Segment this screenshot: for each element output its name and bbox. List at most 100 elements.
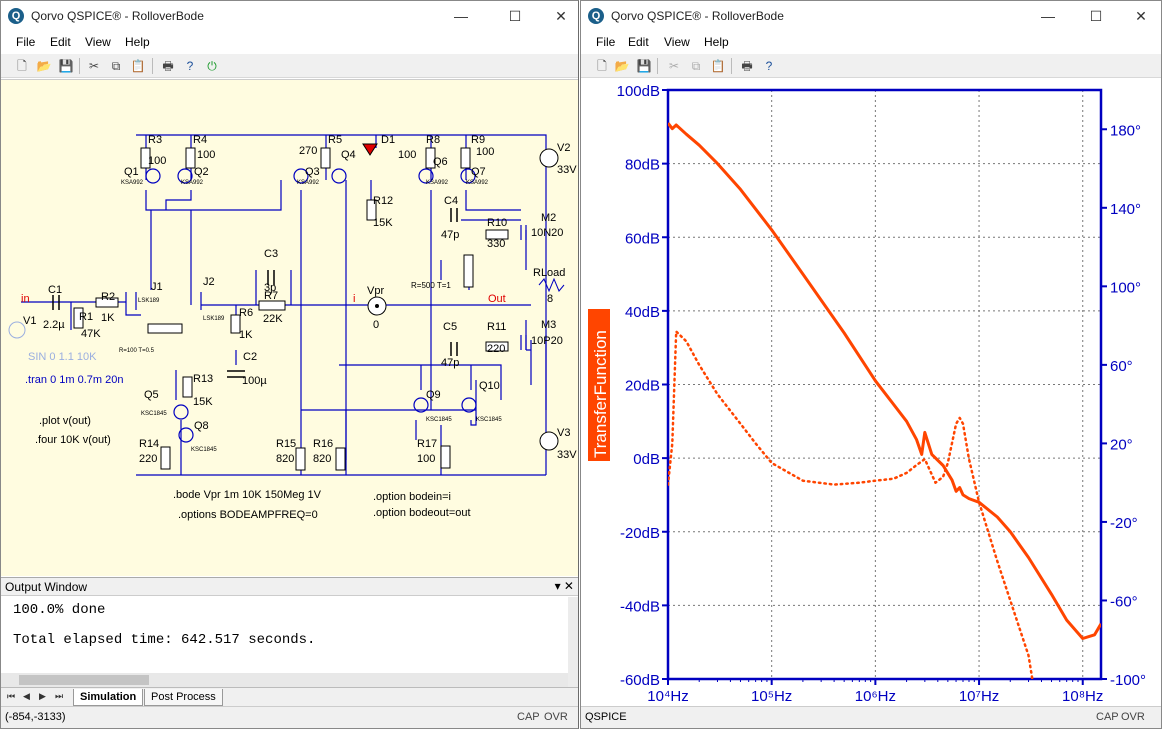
- help-icon[interactable]: ?: [186, 59, 194, 73]
- svg-text:C1: C1: [48, 284, 62, 296]
- tab-last-icon[interactable]: ⏭: [55, 691, 64, 701]
- output-line-progress: 100.0% done: [13, 602, 106, 618]
- svg-text:Q7: Q7: [471, 166, 486, 178]
- open-folder-icon[interactable]: 📂: [36, 59, 52, 73]
- output-window-header: Output Window ▾ ✕: [1, 578, 578, 596]
- toolbar-separator: [657, 58, 658, 74]
- menu-file[interactable]: File: [16, 35, 36, 49]
- svg-text:Q3: Q3: [305, 166, 320, 178]
- cut-icon[interactable]: ✂: [88, 59, 100, 73]
- copy-icon[interactable]: ⧉: [111, 59, 121, 73]
- tab-prev-icon[interactable]: ◀: [23, 691, 30, 701]
- output-window-controls[interactable]: ▾ ✕: [554, 579, 574, 593]
- tab-first-icon[interactable]: ⏮: [7, 691, 16, 701]
- x-tick-label: 10⁸Hz: [1062, 688, 1103, 705]
- svg-text:R9: R9: [471, 134, 485, 146]
- spice-directives: SIN 0 1.1 10K .tran 0 1m 0.7m 20n .plot …: [25, 351, 471, 521]
- cut-icon[interactable]: ✂: [668, 59, 680, 73]
- new-file-icon[interactable]: 🗋: [597, 59, 607, 73]
- close-button[interactable]: ✕: [555, 8, 567, 24]
- paste-icon[interactable]: 📋: [130, 59, 146, 73]
- x-tick-label: 10⁵Hz: [751, 688, 792, 705]
- svg-text:R11: R11: [487, 321, 506, 333]
- svg-text:270: 270: [299, 145, 317, 157]
- left-window-title: Qorvo QSPICE® - RolloverBode: [31, 9, 204, 23]
- resistor-bodies: [73, 147, 509, 471]
- maximize-button[interactable]: ☐: [508, 8, 522, 24]
- svg-text:Q10: Q10: [479, 380, 500, 392]
- svg-text:Q2: Q2: [194, 166, 209, 178]
- phase-trace: [668, 330, 1034, 679]
- menu-view[interactable]: View: [664, 35, 690, 49]
- help-icon[interactable]: ?: [765, 59, 773, 73]
- svg-text:820: 820: [313, 453, 331, 465]
- signal-source-v1: [8, 321, 26, 339]
- paste-icon[interactable]: 📋: [710, 59, 726, 73]
- bode-directive: .bode Vpr 1m 10K 150Meg 1V: [173, 489, 322, 501]
- print-icon[interactable]: 🖶: [741, 59, 753, 73]
- right-tick-label: 20°: [1110, 436, 1133, 453]
- menu-help[interactable]: Help: [125, 35, 150, 49]
- probe-dot: [375, 304, 379, 308]
- svg-text:KSC1845: KSC1845: [476, 417, 502, 423]
- x-tick-label: 10⁷Hz: [959, 688, 999, 705]
- close-button[interactable]: ✕: [1135, 8, 1147, 24]
- save-icon[interactable]: 💾: [58, 59, 74, 73]
- save-icon[interactable]: 💾: [636, 59, 652, 73]
- svg-text:10N20: 10N20: [531, 227, 563, 239]
- run-simulation-icon[interactable]: ⏻: [207, 59, 217, 73]
- tab-simulation[interactable]: Simulation: [73, 689, 144, 706]
- maximize-button[interactable]: ☐: [1089, 8, 1103, 24]
- plot-directive: .plot v(out): [39, 415, 91, 427]
- menu-edit[interactable]: Edit: [50, 35, 71, 49]
- menu-help[interactable]: Help: [704, 35, 729, 49]
- svg-text:R=100 T=0.5: R=100 T=0.5: [119, 348, 155, 354]
- schematic-window: Q Qorvo QSPICE® - RolloverBode — ☐ ✕ Fil…: [0, 0, 579, 729]
- tran-directive: .tran 0 1m 0.7m 20n: [25, 374, 123, 386]
- open-folder-icon[interactable]: 📂: [614, 59, 630, 73]
- svg-text:100µ: 100µ: [242, 375, 267, 387]
- plot-grid: [668, 90, 1101, 679]
- svg-text:Q1: Q1: [124, 166, 139, 178]
- svg-text:Q9: Q9: [426, 389, 441, 401]
- svg-text:R16: R16: [313, 438, 333, 450]
- minimize-button[interactable]: —: [1041, 8, 1055, 24]
- scrollbar-thumb[interactable]: [19, 675, 149, 685]
- svg-text:15K: 15K: [373, 217, 393, 229]
- waveform-window: Q Qorvo QSPICE® - RolloverBode — ☐ ✕ Fil…: [580, 0, 1162, 729]
- svg-text:820: 820: [276, 453, 294, 465]
- voltage-source-v2: [539, 148, 559, 168]
- new-file-icon[interactable]: 🗋: [17, 59, 27, 73]
- svg-text:C5: C5: [443, 321, 457, 333]
- svg-text:220: 220: [139, 453, 157, 465]
- svg-text:C2: C2: [243, 351, 257, 363]
- right-titlebar[interactable]: Q Qorvo QSPICE® - RolloverBode — ☐ ✕: [581, 1, 1161, 31]
- svg-text:KSA992: KSA992: [181, 180, 204, 186]
- svg-text:10P20: 10P20: [531, 335, 563, 347]
- tab-post-process[interactable]: Post Process: [144, 689, 223, 706]
- left-titlebar[interactable]: Q Qorvo QSPICE® - RolloverBode — ☐ ✕: [1, 1, 578, 31]
- svg-text:C3: C3: [264, 248, 278, 260]
- minimize-button[interactable]: —: [454, 8, 468, 24]
- tab-next-icon[interactable]: ▶: [39, 691, 46, 701]
- transistor-symbols: [135, 168, 527, 443]
- caps-indicator: CAP: [1096, 711, 1119, 723]
- menu-view[interactable]: View: [85, 35, 111, 49]
- svg-text:Vpr: Vpr: [367, 285, 384, 297]
- print-icon[interactable]: 🖶: [162, 59, 174, 73]
- output-vertical-scrollbar[interactable]: [568, 597, 578, 687]
- cursor-coordinates: (-854,-3133): [5, 711, 66, 723]
- menu-file[interactable]: File: [596, 35, 616, 49]
- menu-edit[interactable]: Edit: [628, 35, 649, 49]
- copy-icon[interactable]: ⧉: [691, 59, 701, 73]
- svg-text:33V: 33V: [557, 164, 577, 176]
- output-horizontal-scrollbar[interactable]: [1, 673, 568, 687]
- bodeout-directive: .option bodeout=out: [373, 507, 471, 519]
- right-menubar: File Edit View Help: [581, 31, 1161, 53]
- svg-text:100: 100: [417, 453, 435, 465]
